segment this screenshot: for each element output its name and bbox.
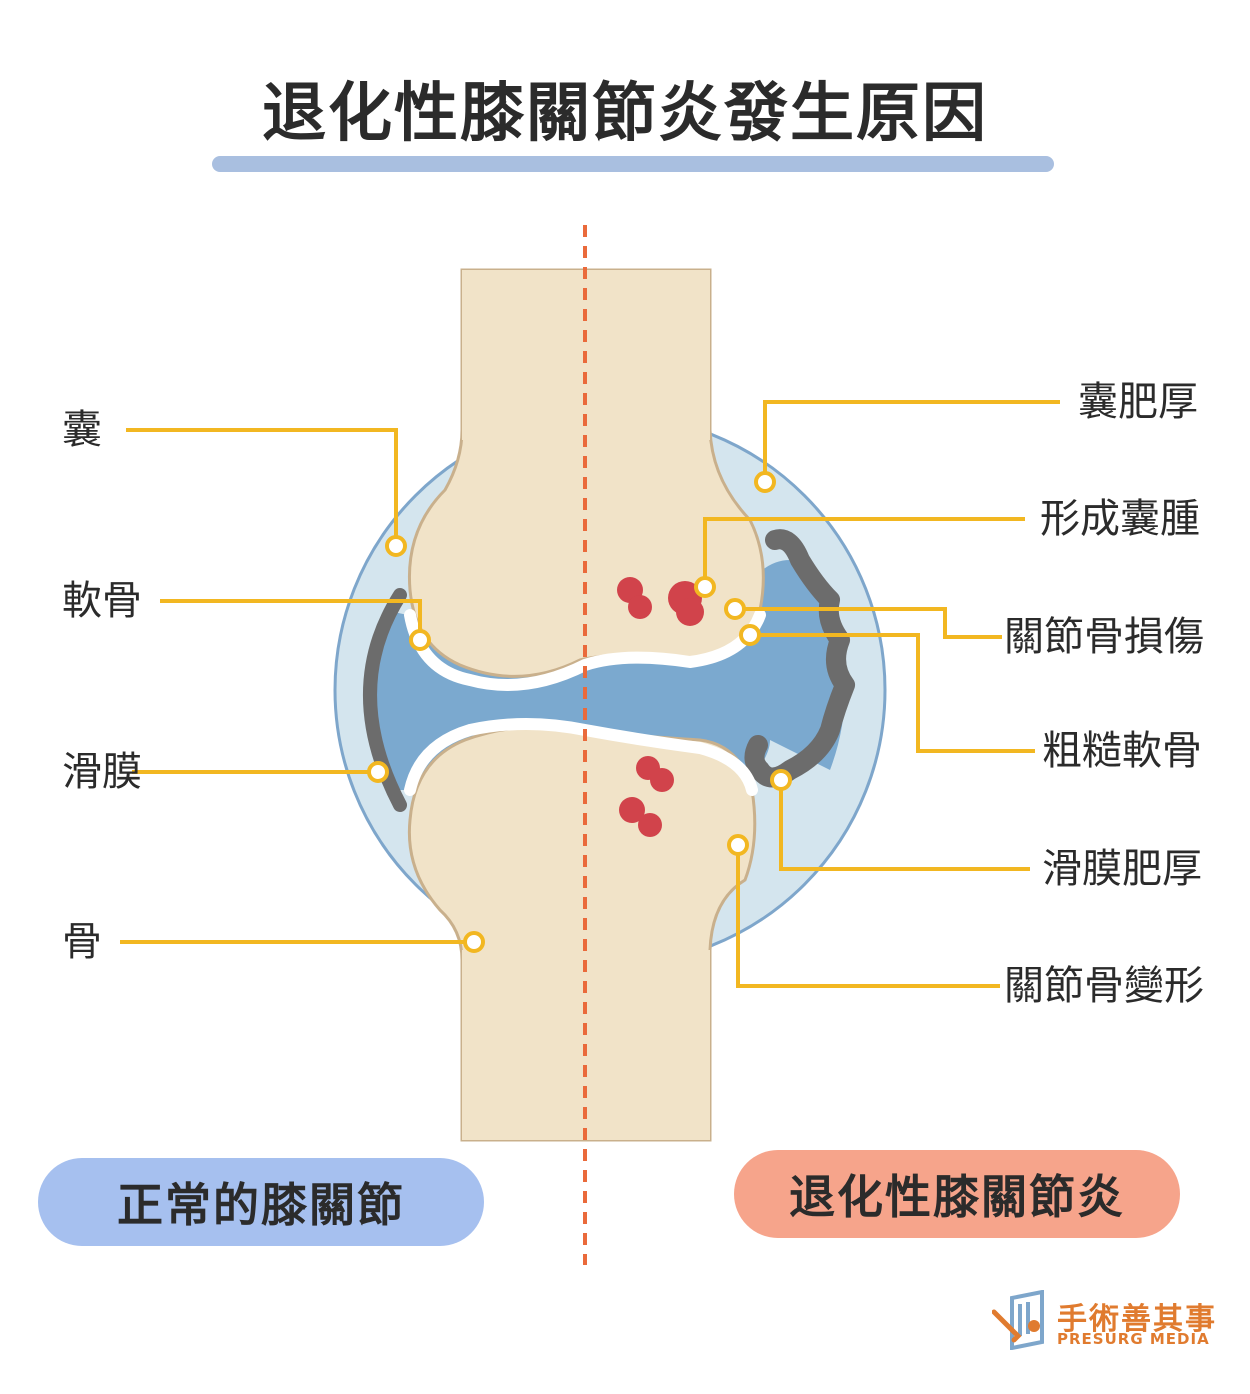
label-rough-cartilage: 粗糙軟骨 (1042, 728, 1202, 774)
bone-cysts (617, 577, 704, 837)
label-synovium-thickening: 滑膜肥厚 (1042, 846, 1202, 892)
label-synovium: 滑膜 (62, 749, 142, 795)
synovium-thickened (744, 529, 855, 788)
label-capsule: 囊 (62, 407, 102, 453)
label-joint-bone-deformity: 關節骨變形 (1004, 963, 1204, 1009)
brand-subtitle: PRESURG MEDIA (1057, 1330, 1210, 1348)
page-title: 退化性膝關節炎發生原因 (262, 77, 988, 151)
brand: 手術善其事 PRESURG MEDIA (992, 1290, 1222, 1350)
osteoarthritis-badge: 退化性膝關節炎 (734, 1150, 1180, 1238)
label-joint-bone-damage: 關節骨損傷 (1004, 614, 1204, 660)
leader-lines-right (703, 400, 1060, 988)
upper-cartilage (404, 609, 766, 691)
label-cyst-formation: 形成囊腫 (1040, 496, 1200, 542)
title-underline (212, 156, 1054, 172)
leader-lines-left (120, 428, 474, 944)
label-capsule-thickening: 囊肥厚 (1078, 379, 1198, 425)
leader-dots (367, 471, 792, 953)
label-cartilage: 軟骨 (62, 578, 142, 624)
brand-logo-icon (992, 1290, 1044, 1350)
normal-knee-badge: 正常的膝關節 (38, 1158, 484, 1246)
label-bone: 骨 (62, 919, 102, 965)
brand-name: 手術善其事 (1057, 1302, 1217, 1337)
